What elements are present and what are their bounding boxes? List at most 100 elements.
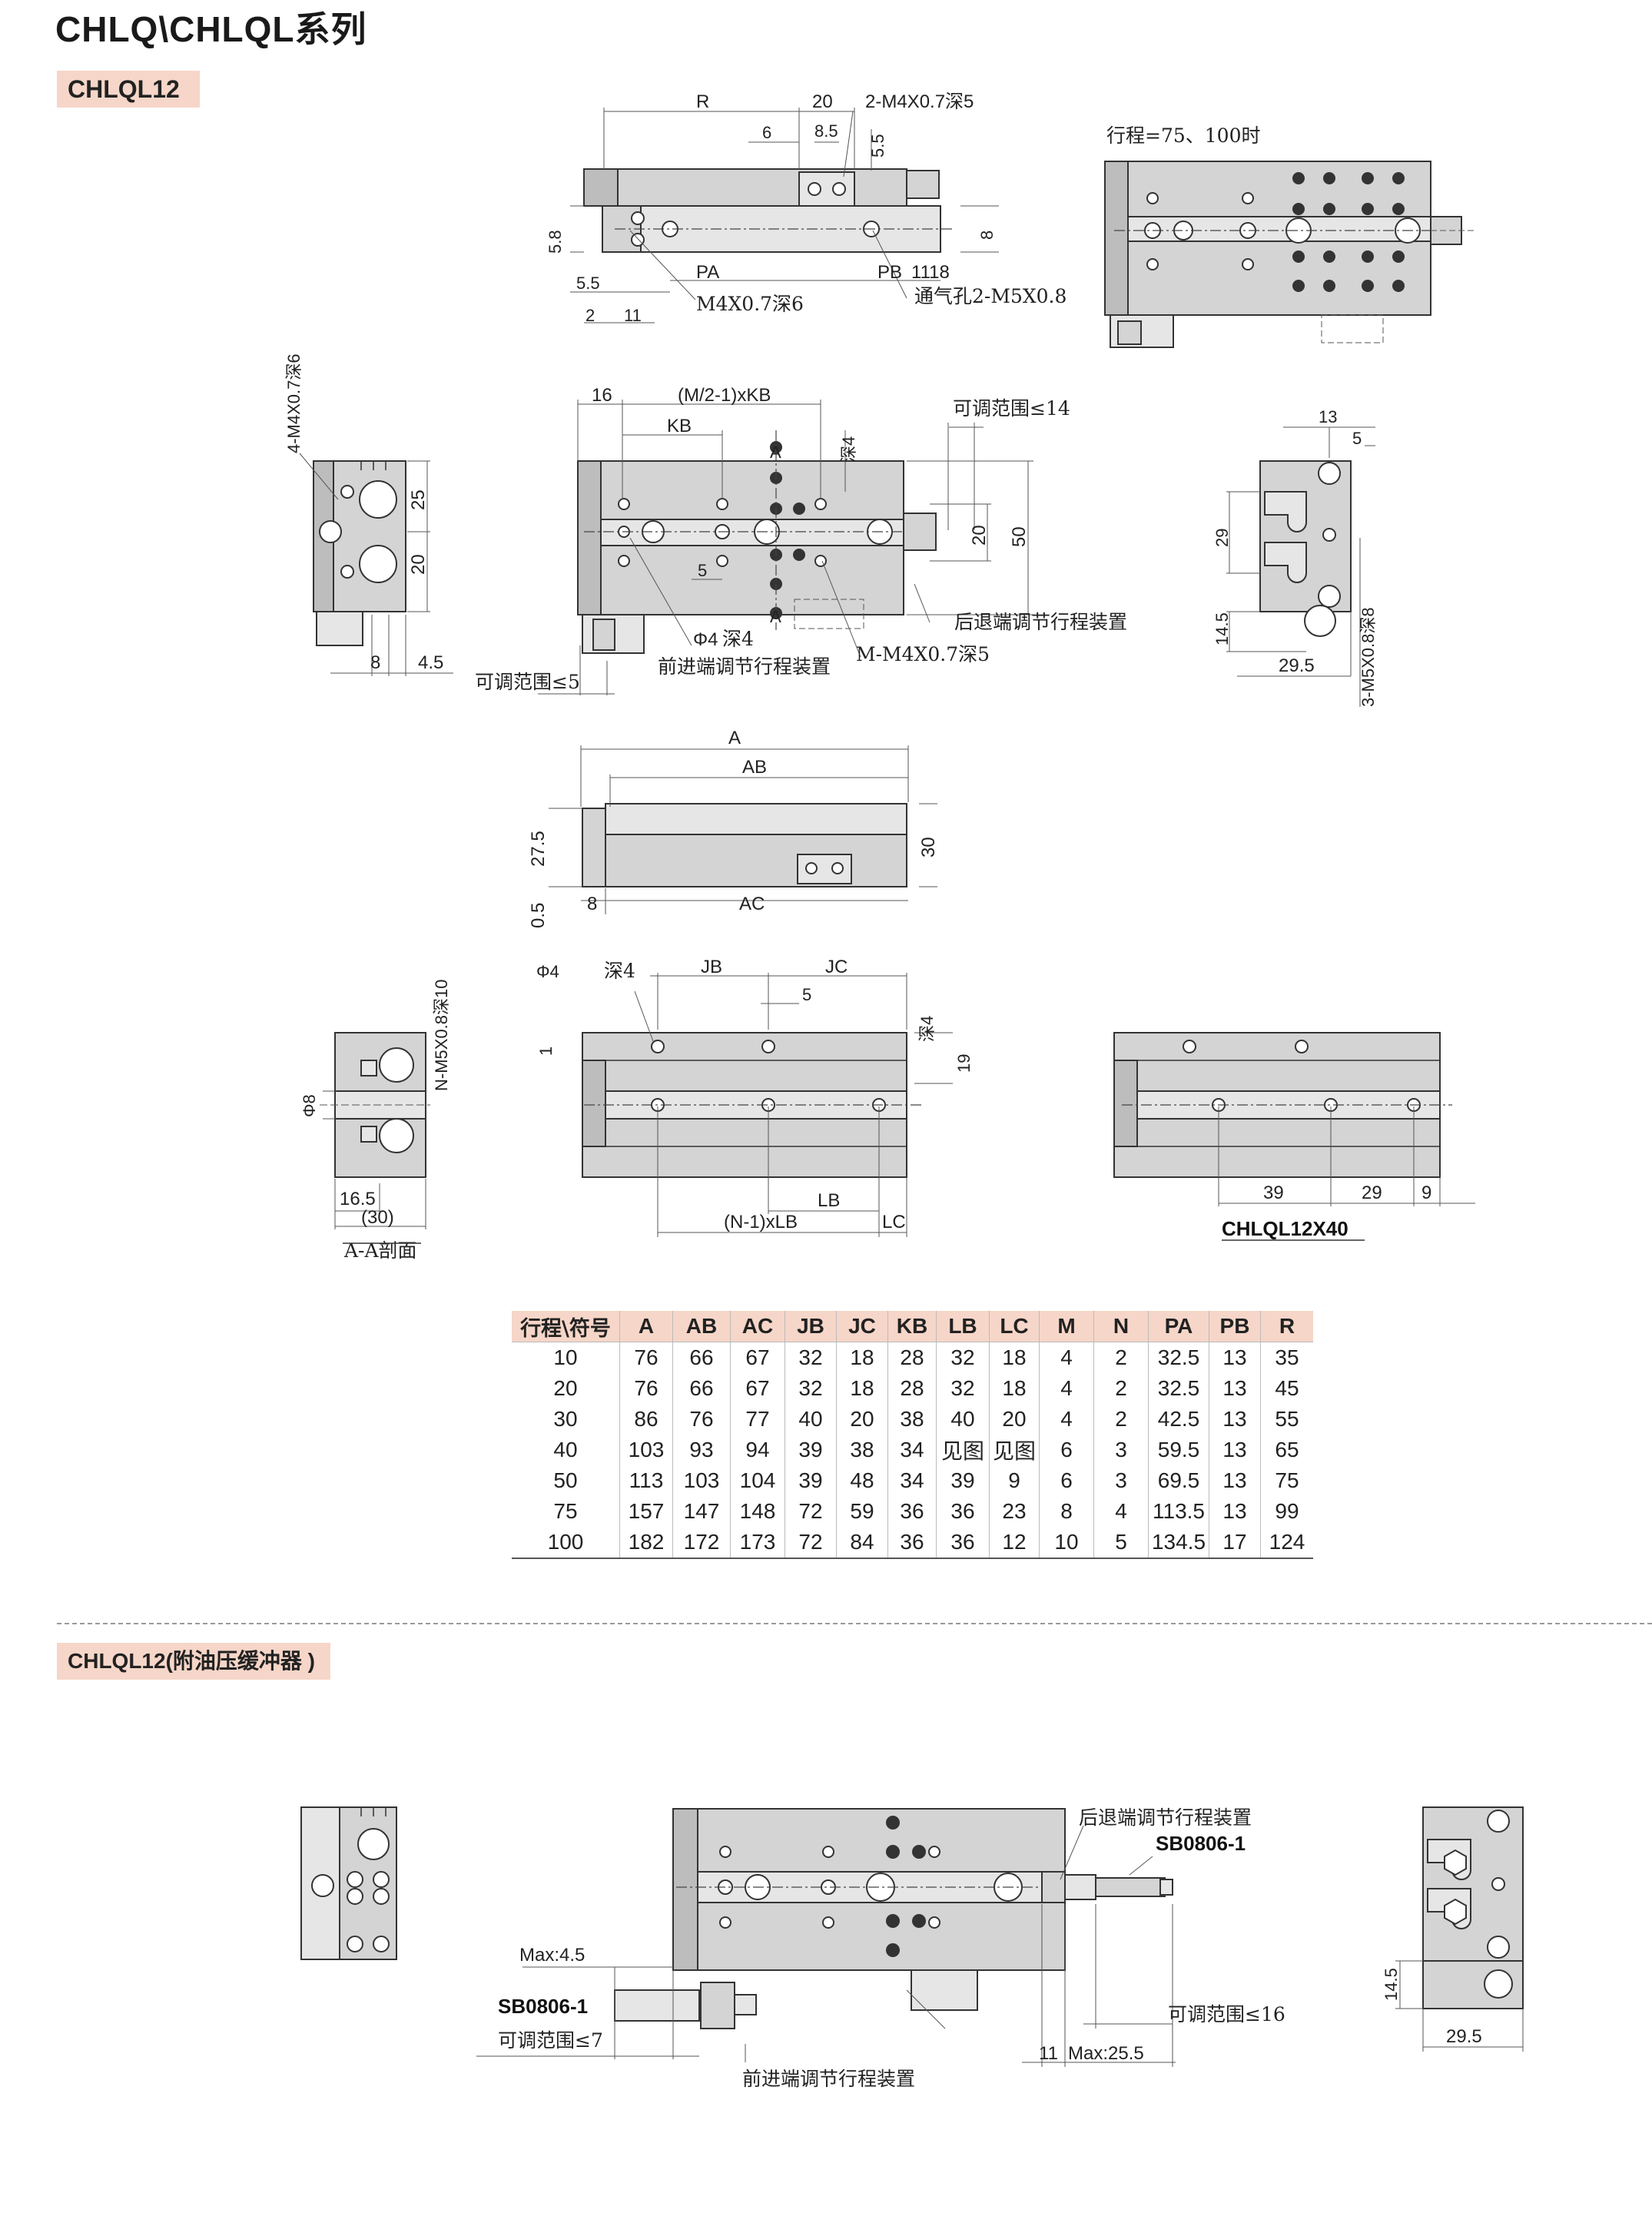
dim-0-5: 0.5 bbox=[528, 903, 549, 928]
dim-2: 2 bbox=[585, 306, 595, 325]
label-phi4: Φ4 bbox=[693, 629, 718, 650]
dim-11: 11 bbox=[624, 306, 642, 325]
table-cell: 18 bbox=[836, 1373, 888, 1404]
table-header-cell: N bbox=[1093, 1311, 1149, 1342]
table-cell: 76 bbox=[672, 1404, 731, 1435]
dim-ab: AB bbox=[742, 757, 767, 778]
table-cell: 173 bbox=[730, 1527, 785, 1559]
dim-5c: 5 bbox=[802, 985, 811, 1004]
table-cell: 32 bbox=[785, 1342, 837, 1373]
table-cell: 65 bbox=[1275, 1438, 1299, 1461]
dim-jc: JC bbox=[825, 957, 848, 977]
table-cell: 18 bbox=[836, 1342, 888, 1373]
section-a-bottom: A bbox=[770, 607, 781, 626]
table-cell: 10 bbox=[1039, 1527, 1094, 1559]
label-model-40: CHLQL12X40 bbox=[1222, 1217, 1348, 1240]
dim-20c: 20 bbox=[408, 554, 429, 575]
dim-8b: 8 bbox=[370, 652, 380, 673]
label-rear-adj: 后退端调节行程装置 bbox=[954, 611, 1127, 633]
label-4-tol-depth4-b: 深4 bbox=[917, 1016, 937, 1042]
dim-1: 1 bbox=[536, 1047, 556, 1056]
page-title: CHLQ\CHLQL系列 bbox=[55, 9, 367, 49]
dim-5-5b: 5.5 bbox=[576, 274, 600, 293]
dim-5-8: 5.8 bbox=[546, 230, 565, 254]
table-header-cell: A bbox=[619, 1311, 673, 1342]
label-n-m5: N-M5X0.8深10 bbox=[432, 979, 451, 1091]
table-cell: 35 bbox=[1275, 1345, 1299, 1369]
table-cell: 13 bbox=[1209, 1342, 1261, 1373]
table-cell: 59 bbox=[836, 1496, 888, 1527]
table-cell: 66 bbox=[672, 1373, 731, 1404]
table-cell: 8 bbox=[1039, 1496, 1094, 1527]
dim-pb: PB bbox=[877, 262, 902, 283]
table-cell: 93 bbox=[672, 1435, 731, 1465]
table-cell: 12 bbox=[989, 1527, 1040, 1559]
table-cell: 40 bbox=[785, 1404, 837, 1435]
table-cell: 36 bbox=[936, 1496, 990, 1527]
label-m4-depth6: M4X0.7深6 bbox=[696, 293, 804, 315]
table-cell: 20 bbox=[989, 1404, 1040, 1435]
table-cell: 10 bbox=[512, 1342, 620, 1373]
label-4-m4-depth6: 4-M4X0.7深6 bbox=[284, 353, 304, 453]
table-cell: 67 bbox=[730, 1373, 785, 1404]
dim-8: 8 bbox=[977, 231, 997, 240]
table-cell: 147 bbox=[672, 1496, 731, 1527]
label-m-m4: M-M4X0.7深5 bbox=[856, 643, 990, 665]
table-cell: 32 bbox=[936, 1373, 990, 1404]
table-cell: 39 bbox=[785, 1465, 837, 1496]
table-cell: 4 bbox=[1039, 1404, 1094, 1435]
table-cell: 20 bbox=[512, 1373, 620, 1404]
table-cell: 32 bbox=[785, 1373, 837, 1404]
label-front-adj-2: 前进端调节行程装置 bbox=[742, 2068, 915, 2090]
dim-ac: AC bbox=[739, 894, 765, 914]
top-view-drawing: R 20 8.5 6 5.5 2-M4X0.7深5 5.8 5.5 2 11 P… bbox=[546, 91, 1067, 325]
table-cell: 99 bbox=[1275, 1499, 1299, 1523]
label-sb0806-rear: SB0806-1 bbox=[1156, 1832, 1246, 1855]
buffer-right-end-view: 14.5 29.5 bbox=[1382, 1806, 1524, 2052]
table-cell: 4 bbox=[1039, 1373, 1094, 1404]
table-cell: 13 bbox=[1209, 1465, 1261, 1496]
table-cell: 148 bbox=[730, 1496, 785, 1527]
chlql12x40-view: 39 29 9 CHLQL12X40 bbox=[1113, 1032, 1475, 1241]
table-cell: 103 bbox=[672, 1465, 731, 1496]
dim-lc: LC bbox=[882, 1212, 906, 1232]
table-cell: 3 bbox=[1093, 1435, 1149, 1465]
dim-lb: LB bbox=[818, 1190, 840, 1211]
table-cell: 20 bbox=[836, 1404, 888, 1435]
table-cell: 94 bbox=[730, 1435, 785, 1465]
label-vent: 通气孔2-M5X0.8 bbox=[914, 285, 1067, 307]
dim-20: 20 bbox=[812, 91, 833, 112]
label-adj-16: 可调范围≤16 bbox=[1168, 2003, 1285, 2025]
table-header-cell: M bbox=[1039, 1311, 1094, 1342]
table-cell: 见图 bbox=[989, 1435, 1040, 1465]
table-cell: 13 bbox=[1209, 1373, 1261, 1404]
table-header-cell: R bbox=[1260, 1311, 1313, 1342]
table-header-cell: AB bbox=[672, 1311, 731, 1342]
table-cell: 17 bbox=[1209, 1527, 1261, 1559]
table-cell: 76 bbox=[619, 1373, 673, 1404]
dim-39: 39 bbox=[1263, 1183, 1284, 1203]
table-header-cell: PB bbox=[1209, 1311, 1261, 1342]
table-cell: 见图 bbox=[936, 1435, 990, 1465]
dim-14-5b: 14.5 bbox=[1382, 1968, 1401, 2001]
long-stroke-view: 行程=75、100时 bbox=[1104, 124, 1475, 348]
dim-n1-lb: (N-1)xLB bbox=[724, 1212, 798, 1232]
table-cell: 28 bbox=[887, 1373, 937, 1404]
label-stroke-note: 行程=75、100时 bbox=[1106, 124, 1260, 147]
table-cell: 38 bbox=[887, 1404, 937, 1435]
label-phi4-b: Φ4 bbox=[536, 962, 559, 981]
dim-20b: 20 bbox=[969, 525, 990, 546]
table-header-cell: KB bbox=[887, 1311, 937, 1342]
table-cell: 6 bbox=[1039, 1465, 1094, 1496]
dim-29b: 29 bbox=[1362, 1183, 1382, 1203]
table-cell: 13 bbox=[1209, 1404, 1261, 1435]
table-cell: 45 bbox=[1275, 1376, 1299, 1400]
dim-19: 19 bbox=[954, 1054, 974, 1073]
